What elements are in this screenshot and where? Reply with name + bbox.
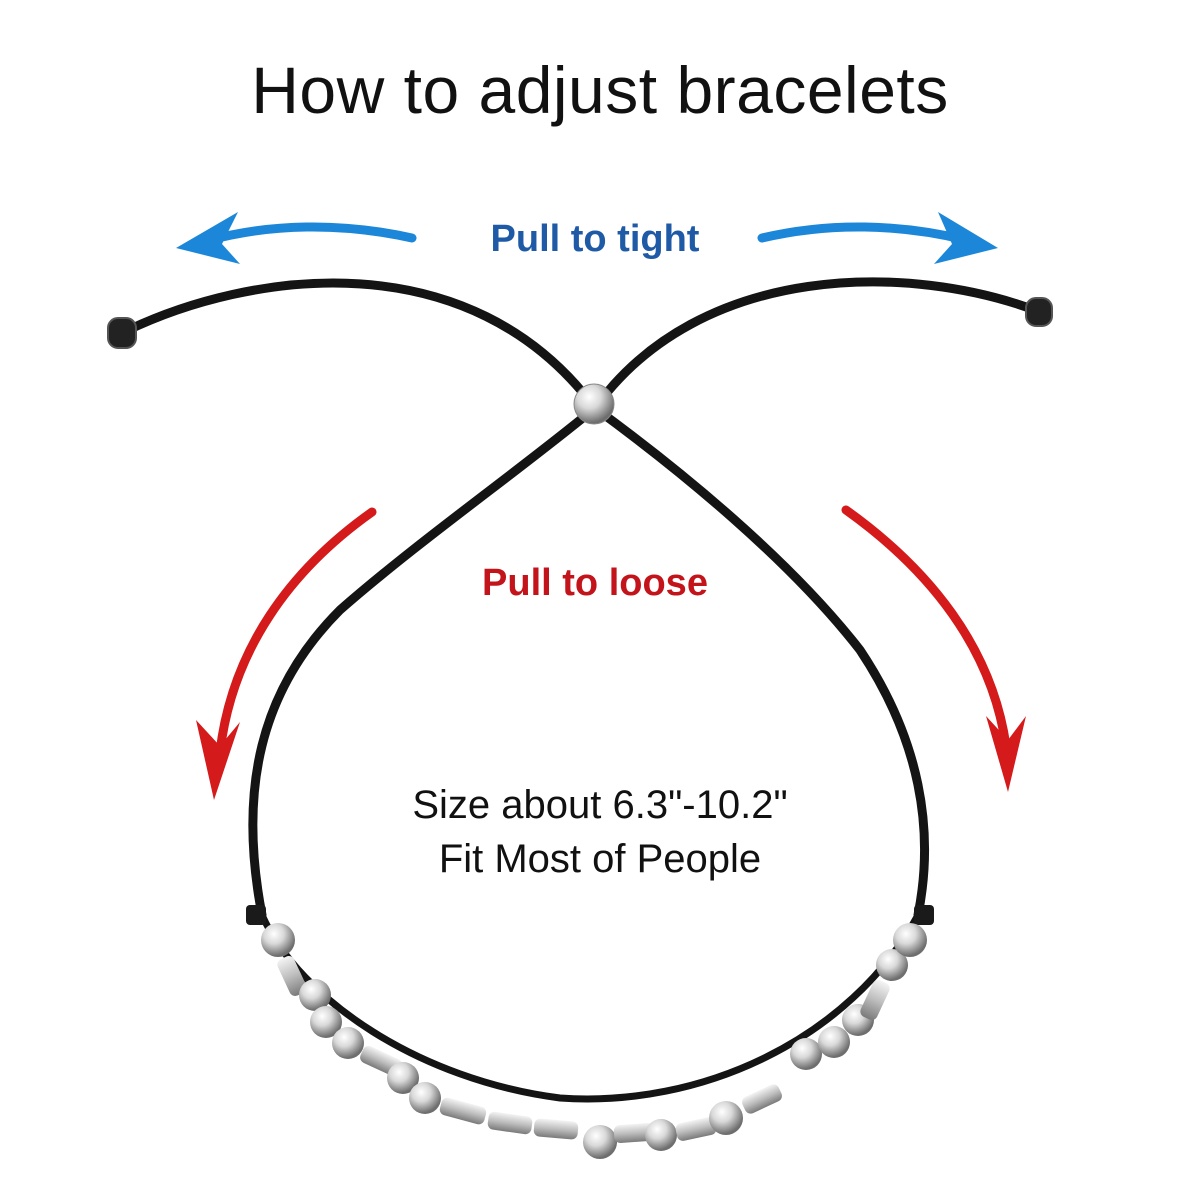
fit-text: Fit Most of People: [438, 837, 762, 881]
page-title: How to adjust bracelets: [251, 53, 949, 127]
sliding-bead-icon: [573, 383, 615, 425]
pull-to-tight-label: Pull to tight: [490, 218, 700, 260]
left-tight-arrow-icon: [176, 212, 417, 264]
size-info: Size about 6.3"-10.2" Fit Most of People: [300, 778, 900, 886]
pull-to-loose-label: Pull to loose: [482, 562, 708, 604]
right-tight-arrow-icon: [757, 212, 998, 264]
cord-end-knot-icon: [107, 297, 1053, 349]
size-range-text: Size about 6.3"-10.2": [412, 783, 788, 827]
bead-chain: [246, 905, 934, 1159]
right-loose-arrow-icon: [841, 505, 1026, 792]
left-loose-arrow-icon: [196, 507, 377, 800]
